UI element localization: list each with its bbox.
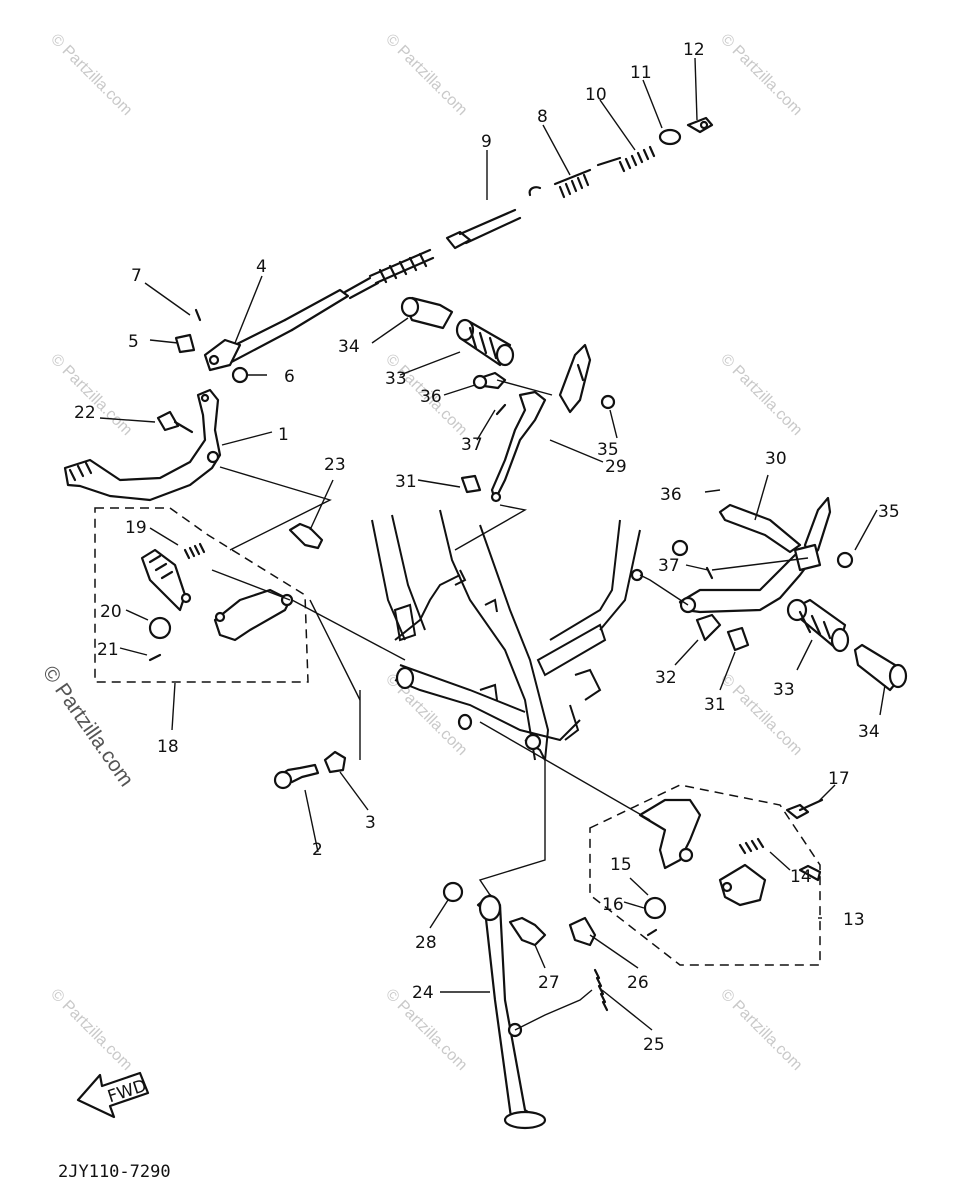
- callout-4[interactable]: 4: [256, 257, 267, 277]
- callout-5[interactable]: 5: [128, 332, 139, 352]
- callout-36[interactable]: 36: [420, 387, 442, 407]
- callout-34[interactable]: 34: [338, 337, 360, 357]
- watermark: © Partzilla.com: [47, 351, 135, 439]
- diagram-code: 2JY110-7290: [58, 1162, 171, 1182]
- callout-32[interactable]: 32: [655, 668, 677, 688]
- callout-8[interactable]: 8: [537, 107, 548, 127]
- sidestand: [476, 893, 547, 1130]
- callout-7[interactable]: 7: [131, 266, 142, 286]
- callout-27[interactable]: 27: [538, 973, 560, 993]
- callout-31[interactable]: 31: [395, 472, 417, 492]
- callout-13[interactable]: 13: [843, 910, 865, 930]
- callout-23[interactable]: 23: [324, 455, 346, 475]
- callout-12[interactable]: 12: [683, 40, 705, 60]
- brake-pedal: [63, 388, 222, 502]
- watermark: © Partzilla.com: [47, 31, 135, 119]
- callout-35[interactable]: 35: [597, 440, 619, 460]
- callout-18[interactable]: 18: [157, 737, 179, 757]
- passenger-footrest-right: [671, 496, 908, 692]
- callout-16[interactable]: 16: [602, 895, 624, 915]
- watermark: © Partzilla.com: [717, 351, 805, 439]
- watermark: © Partzilla.com: [47, 986, 135, 1074]
- watermark: © Partzilla.com: [382, 671, 470, 759]
- brake-rod-assembly: [203, 116, 714, 372]
- callout-17[interactable]: 17: [828, 769, 850, 789]
- callout-14[interactable]: 14: [790, 867, 812, 887]
- leader-lines: [211, 379, 809, 1031]
- callout-36b[interactable]: 36: [660, 485, 682, 505]
- callout-15[interactable]: 15: [610, 855, 632, 875]
- callout-25[interactable]: 25: [643, 1035, 665, 1055]
- callout-22[interactable]: 22: [74, 403, 96, 423]
- callout-labels: 1 2 3 4 5 6 7 8 9 10 11 12 13 14 15 16 1…: [74, 40, 900, 1055]
- callout-1[interactable]: 1: [278, 425, 289, 445]
- footpeg-assembly-left: [94, 507, 309, 683]
- callout-10[interactable]: 10: [585, 85, 607, 105]
- frame-drawing: [371, 509, 644, 761]
- watermark: © Partzilla.com: [382, 31, 470, 119]
- footpeg-assembly-right: [589, 784, 824, 966]
- callout-28[interactable]: 28: [415, 933, 437, 953]
- callout-2[interactable]: 2: [312, 840, 323, 860]
- callout-34b[interactable]: 34: [858, 722, 880, 742]
- callout-11[interactable]: 11: [630, 63, 652, 83]
- passenger-footrest-left: [156, 296, 616, 503]
- fwd-label: FWD: [105, 1076, 149, 1107]
- watermark: © Partzilla.com: [717, 986, 805, 1074]
- callout-31b[interactable]: 31: [704, 695, 726, 715]
- watermark-main: © Partzilla.com: [38, 662, 138, 791]
- callout-9[interactable]: 9: [481, 132, 492, 152]
- callout-leaders: [99, 57, 886, 1031]
- callout-35b[interactable]: 35: [878, 502, 900, 522]
- callout-33[interactable]: 33: [385, 369, 407, 389]
- callout-26[interactable]: 26: [627, 973, 649, 993]
- callout-21[interactable]: 21: [97, 640, 119, 660]
- callout-24[interactable]: 24: [412, 983, 434, 1003]
- watermark: © Partzilla.com: [717, 31, 805, 119]
- callout-20[interactable]: 20: [100, 602, 122, 622]
- fwd-arrow: FWD: [76, 1071, 149, 1119]
- callout-30[interactable]: 30: [765, 449, 787, 469]
- callout-6[interactable]: 6: [284, 367, 295, 387]
- callout-37[interactable]: 37: [461, 435, 483, 455]
- callout-19[interactable]: 19: [125, 518, 147, 538]
- loose-parts: [273, 522, 822, 1012]
- callout-29[interactable]: 29: [605, 457, 627, 477]
- callout-37b[interactable]: 37: [658, 556, 680, 576]
- callout-33b[interactable]: 33: [773, 680, 795, 700]
- callout-3[interactable]: 3: [365, 813, 376, 833]
